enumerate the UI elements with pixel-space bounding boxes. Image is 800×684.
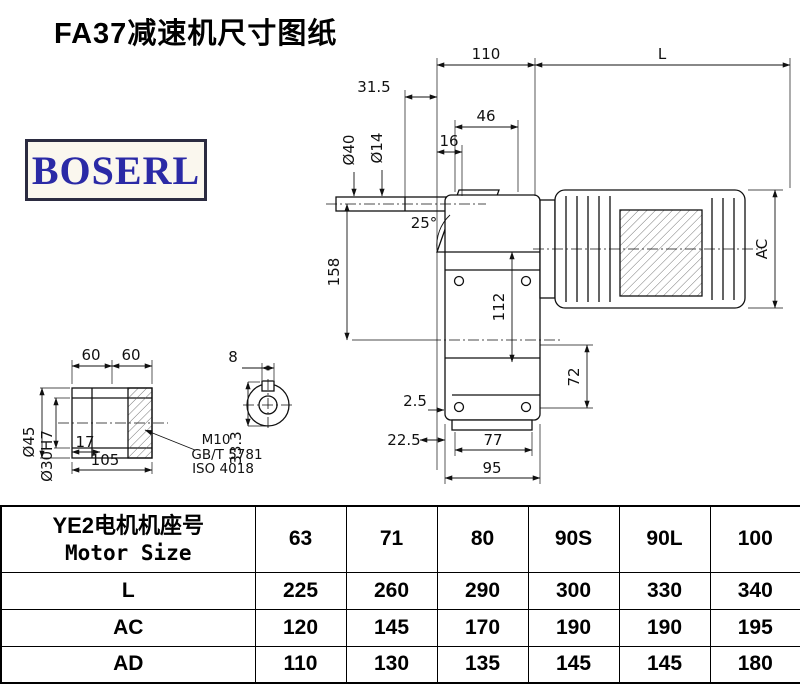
table-cell: 195 [709,608,800,647]
table-cell: 330 [618,571,711,610]
dim-112: 112 [490,293,508,322]
table-cell: 110 [254,645,347,684]
technical-drawing: 110 L 31.5 46 16 Ø40 Ø14 25° 158 112 AC … [20,45,791,484]
table-cell: 190 [527,608,620,647]
table-cell: 145 [527,645,620,684]
dim-dia45: Ø45 [20,427,38,458]
col-header: 100 [709,505,800,573]
table-cell: 190 [618,608,711,647]
table-cell: 290 [436,571,529,610]
label-iso4018: ISO 4018 [192,461,254,477]
dim-105: 105 [91,451,120,469]
row-label: AD [0,645,256,684]
dim-dia14: Ø14 [368,133,386,164]
dim-33-3: 33.3 [227,431,245,464]
page-title: FA37减速机尺寸图纸 [54,18,338,50]
dim-95: 95 [482,459,501,477]
table-cell: 180 [709,645,800,684]
table-cell: 145 [345,608,438,647]
dim-31-5: 31.5 [357,78,390,96]
dim-AC: AC [753,239,771,259]
dim-8: 8 [228,348,238,366]
gearbox-main-view [335,189,541,431]
dim-77: 77 [483,431,502,449]
table-cell: 225 [254,571,347,610]
col-header: 71 [345,505,438,573]
row-label: AC [0,608,256,647]
dim-L: L [658,45,667,63]
table-row-AD: AD 110 130 135 145 145 180 [0,645,800,684]
motor-size-header-cn: YE2电机机座号 [52,513,205,539]
brand-logo-text: BOSERL [31,147,201,193]
table-cell: 130 [345,645,438,684]
label-m10: M10 [202,432,231,448]
dimension-lines [39,62,791,481]
centerlines [58,203,762,431]
brand-logo: BOSERL [25,139,207,201]
table-row-L: L 225 260 290 300 330 340 [0,571,800,610]
dim-dia30h7: Ø30H7 [38,430,56,482]
dim-158: 158 [325,258,343,287]
table-cell: 135 [436,645,529,684]
motor-size-table: YE2电机机座号 Motor Size 63 71 80 90S 90L 100… [0,505,800,684]
table-cell: 340 [709,571,800,610]
table-header-row: YE2电机机座号 Motor Size 63 71 80 90S 90L 100 [0,505,800,573]
motor-size-header-en: Motor Size [65,540,192,565]
table-cell: 145 [618,645,711,684]
dim-22-5: 22.5 [387,431,420,449]
dim-72: 72 [565,367,583,386]
table-row-AC: AC 120 145 170 190 190 195 [0,608,800,647]
col-header: 90S [527,505,620,573]
col-header: 90L [618,505,711,573]
col-header: 80 [436,505,529,573]
table-cell: 300 [527,571,620,610]
col-header: 63 [254,505,347,573]
dim-dia40: Ø40 [340,135,358,166]
dim-2-5: 2.5 [403,392,427,410]
dim-46: 46 [476,107,495,125]
dim-17: 17 [75,433,94,451]
dim-60-a: 60 [81,346,100,364]
table-cell: 260 [345,571,438,610]
table-cell: 170 [436,608,529,647]
label-gbt5781: GB/T 5781 [191,447,262,463]
table-cell: 120 [254,608,347,647]
dim-60-b: 60 [121,346,140,364]
motor-size-header: YE2电机机座号 Motor Size [0,505,256,573]
dim-16: 16 [439,132,458,150]
row-label: L [0,571,256,610]
dim-angle-25: 25° [411,214,438,232]
dim-110: 110 [472,45,501,63]
